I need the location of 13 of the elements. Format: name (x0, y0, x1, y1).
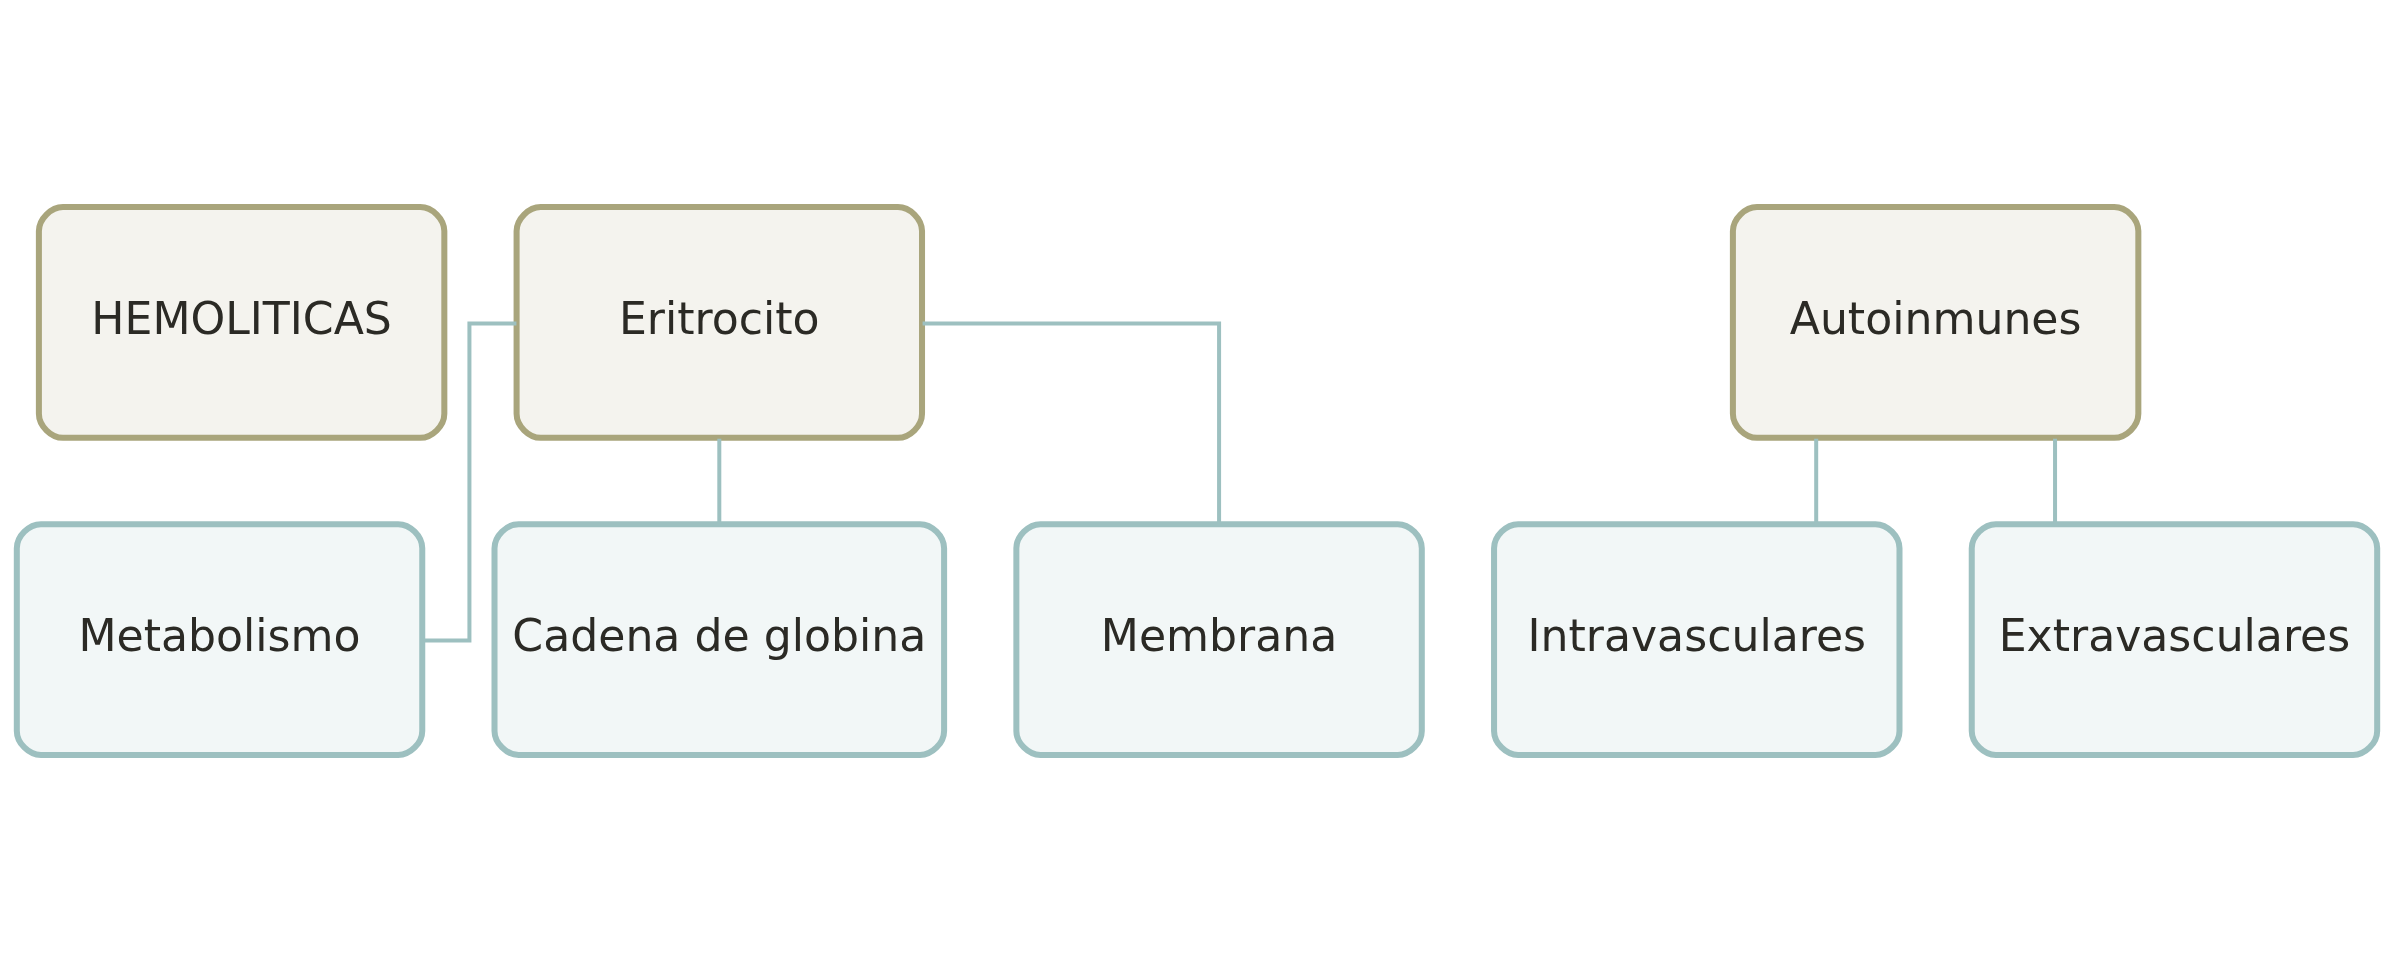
node-box: Autoinmunes (1729, 203, 2142, 441)
connector (422, 320, 517, 643)
connector (1814, 438, 1819, 524)
node-box: HEMOLITICAS (35, 203, 448, 441)
connector (2053, 438, 2058, 524)
connector (922, 320, 1222, 524)
node-box: Extravasculares (1968, 520, 2381, 758)
connector (717, 438, 722, 524)
node-box: Membrana (1013, 520, 1425, 758)
node-box: Eritrocito (513, 203, 926, 441)
node-box: Intravasculares (1491, 520, 1903, 758)
node-box: Metabolismo (13, 520, 426, 758)
node-box: Cadena de globina (491, 520, 948, 758)
